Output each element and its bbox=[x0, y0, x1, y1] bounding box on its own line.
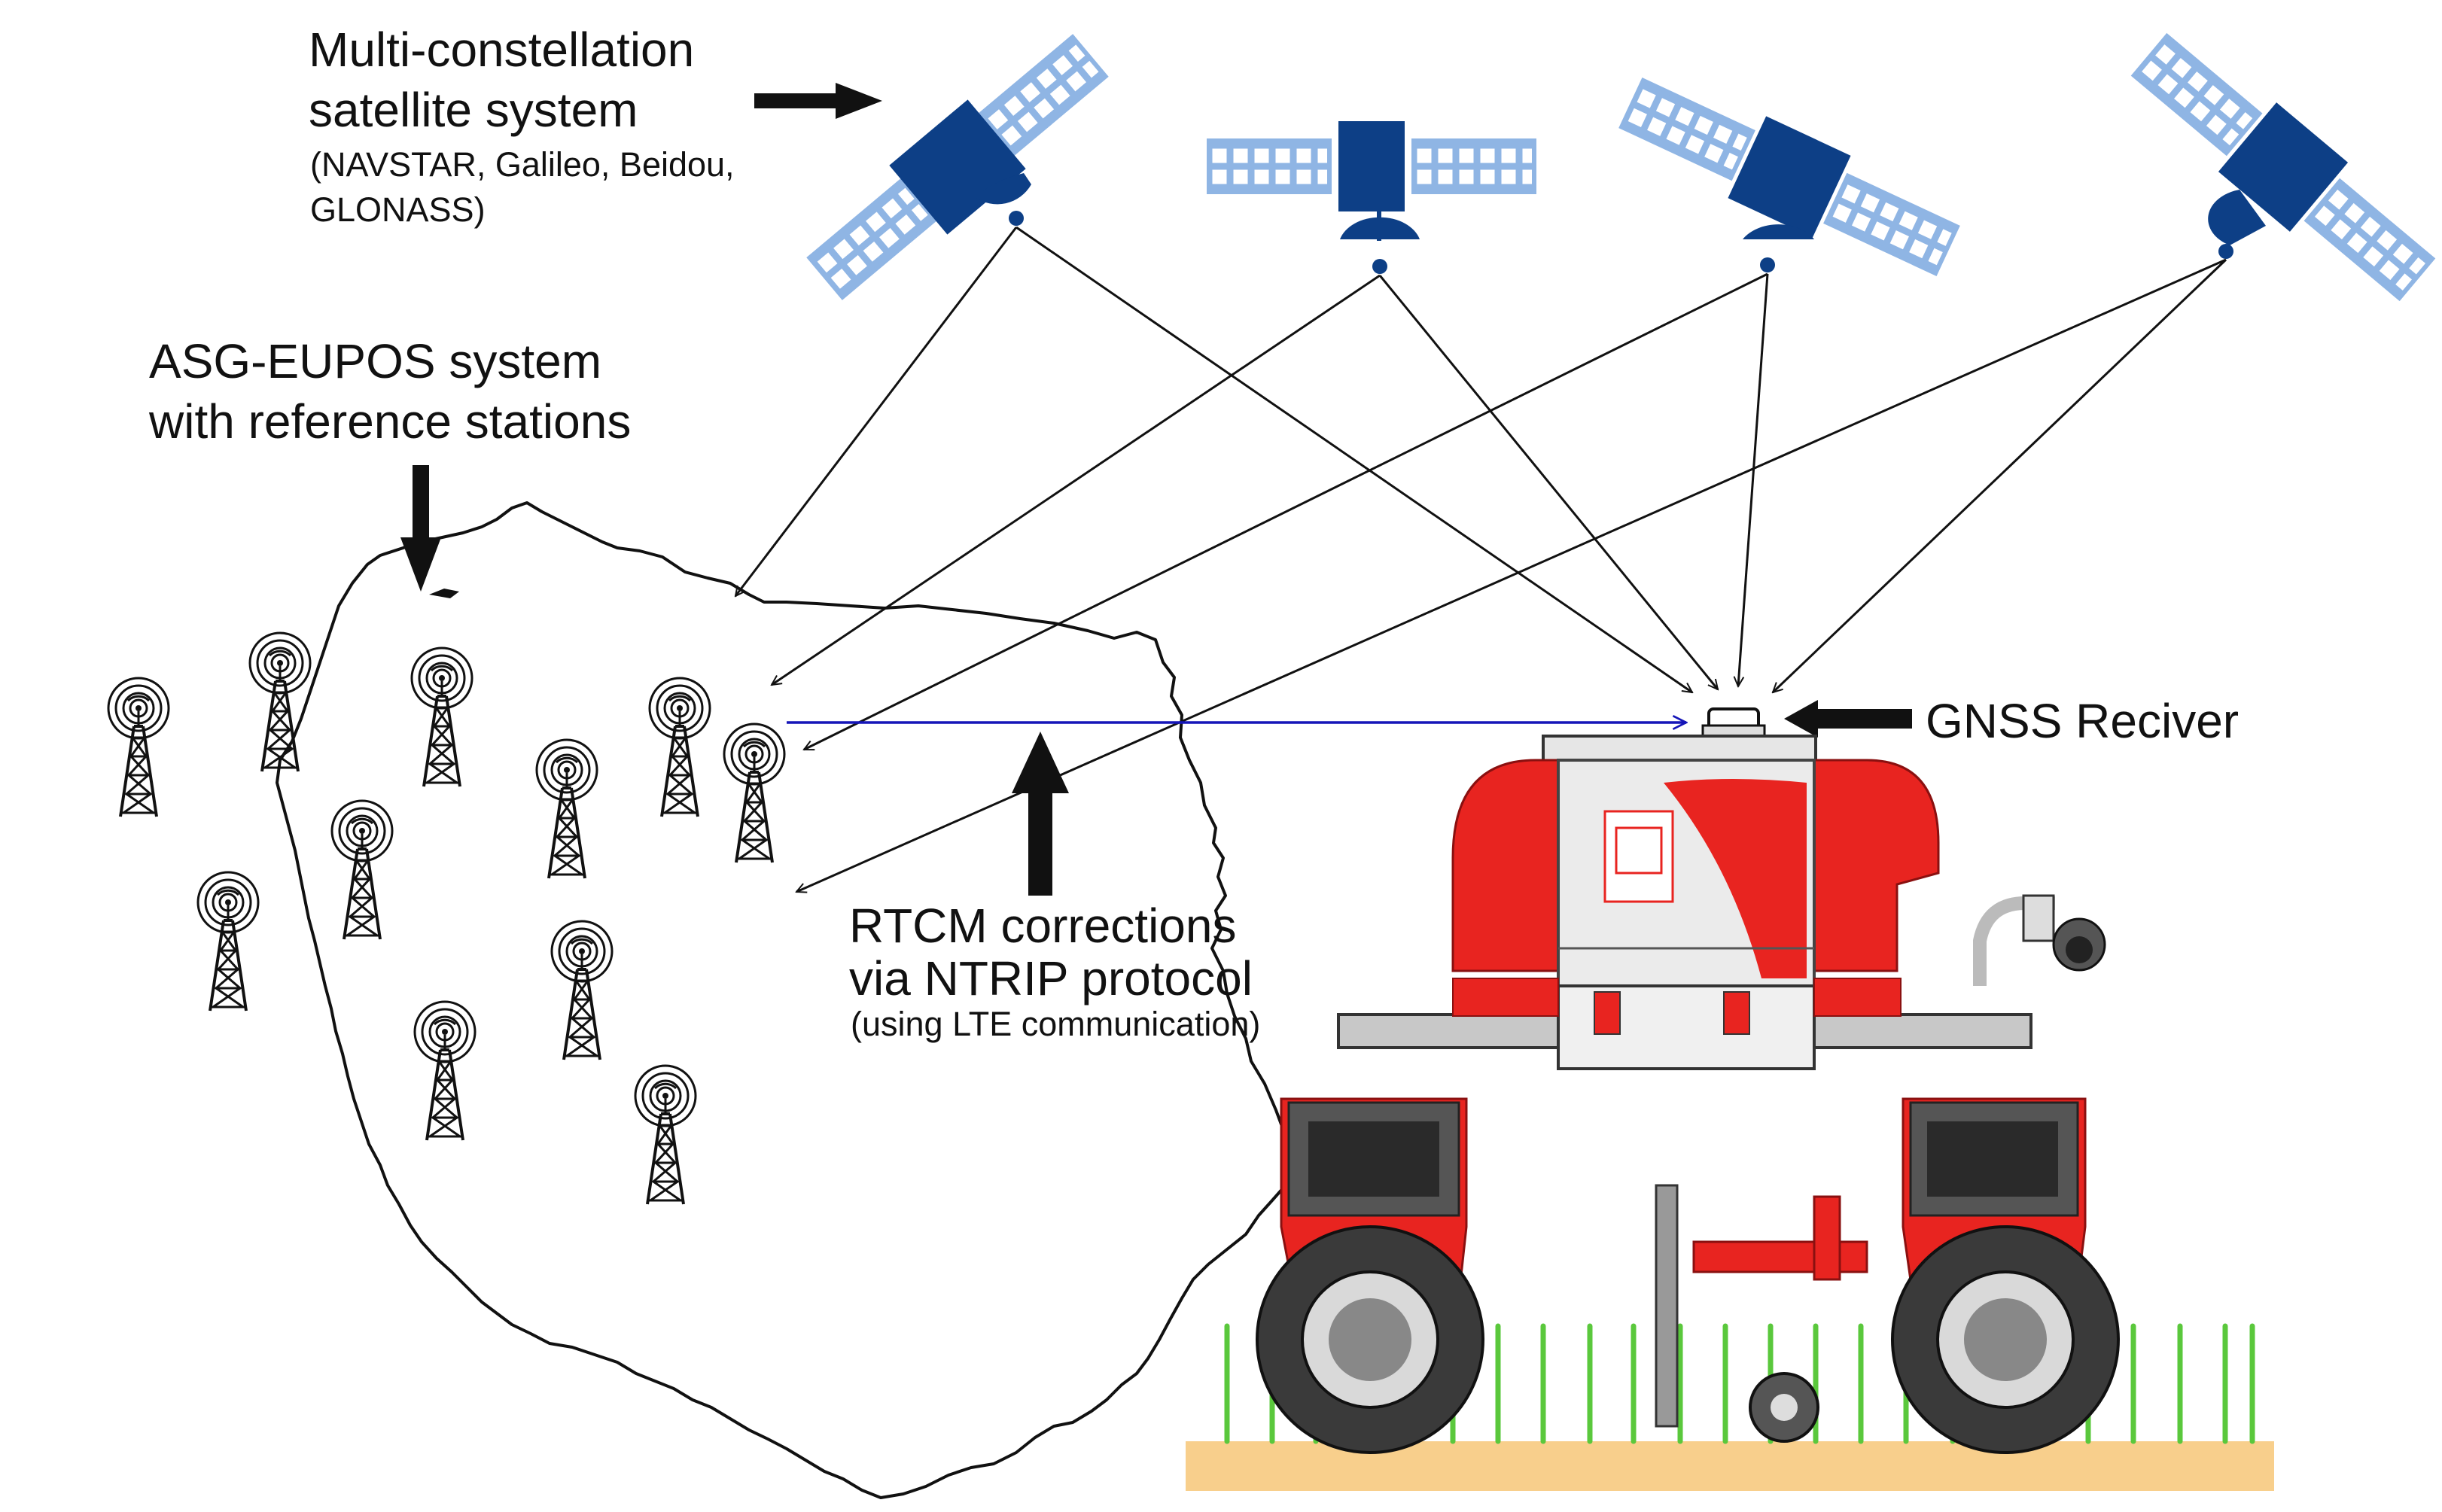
satellite-dish bbox=[1743, 224, 1814, 239]
satellite-icon bbox=[1613, 62, 1965, 291]
asg-eupos-label-line1: ASG-EUPOS system bbox=[149, 334, 601, 388]
satellite-icon bbox=[797, 22, 1118, 312]
rtcm-label-line2: via NTRIP protocol bbox=[849, 951, 1253, 1005]
satellite-system-label-line2: satellite system bbox=[309, 83, 638, 137]
radio-tower-icon bbox=[107, 677, 170, 818]
satellite-system-label-line3: (NAVSTAR, Galileo, Beidou, bbox=[310, 145, 735, 184]
pointer-arrow-satellites bbox=[754, 83, 882, 119]
pointer-arrow-rtcm bbox=[1012, 732, 1069, 896]
satellite-dish bbox=[2208, 190, 2266, 245]
satellite-icon bbox=[1209, 121, 1534, 211]
asg-eupos-label-line2: with reference stations bbox=[148, 394, 631, 449]
pointer-arrow-asg-eupos bbox=[400, 465, 441, 592]
satellite-dish bbox=[975, 173, 1031, 205]
radio-tower-icon bbox=[196, 871, 260, 1012]
rtcm-label-line3: (using LTE communication) bbox=[851, 1005, 1260, 1043]
gdansk-bay-mark bbox=[429, 589, 459, 598]
satellite-system-label-line4: GLONASS) bbox=[310, 190, 486, 229]
gnss-receiver-label: GNSS Reciver bbox=[1926, 694, 2239, 748]
pointer-arrow-gnss bbox=[1784, 700, 1912, 738]
rtcm-label-line1: RTCM corrections bbox=[849, 899, 1236, 953]
satellite-icon bbox=[2121, 21, 2442, 313]
satellite-system-label-line1: Multi-constellation bbox=[309, 23, 694, 77]
agricultural-robot-icon bbox=[1256, 707, 2120, 1454]
